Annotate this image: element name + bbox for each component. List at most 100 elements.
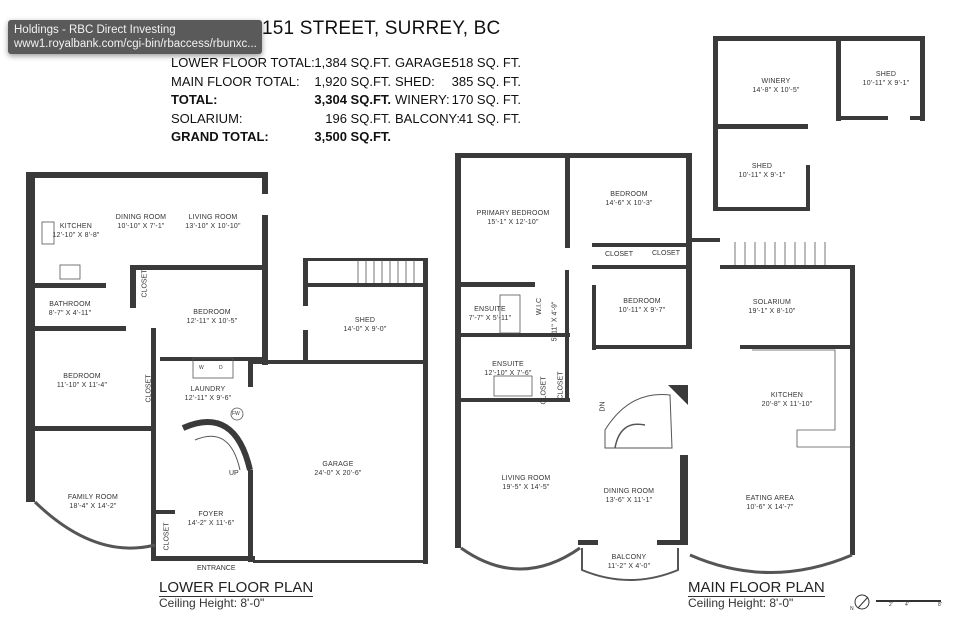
room-name: ENSUITE xyxy=(492,361,524,368)
north-compass xyxy=(854,594,870,610)
room-name: FOYER xyxy=(198,511,224,518)
north-label: N xyxy=(850,606,854,612)
room-name: SHED xyxy=(875,71,897,78)
room-label-bedroom: BEDROOM 11'-10" X 11'-4" xyxy=(57,372,107,390)
scale-bar xyxy=(876,600,941,602)
room-dimensions: 12'-11" X 10'-5" xyxy=(186,318,238,325)
tooltip-url: www1.royalbank.com/cgi-bin/rbaccess/rbun… xyxy=(14,38,256,50)
closet-label: CLOSET xyxy=(605,251,634,258)
room-dimensions: 14'-8" X 10'-5" xyxy=(752,87,800,94)
area-label: SHED: xyxy=(395,73,435,89)
room-label-family-room: FAMILY ROOM 18'-4" X 14'-2" xyxy=(68,493,118,511)
room-label-dining-room: DINING ROOM 13'-6" X 11'-1" xyxy=(604,487,654,505)
room-label-solarium: SOLARIUM 19'-1" X 8'-10" xyxy=(748,298,795,316)
room-dimensions: 12'-10" X 7'-6" xyxy=(484,370,532,377)
main-floor-walls xyxy=(455,36,925,555)
room-name: DINING ROOM xyxy=(603,488,655,495)
room-name: BEDROOM xyxy=(63,373,101,380)
area-row: LOWER FLOOR TOTAL:1,384 SQ.FT.GARAGE:518… xyxy=(171,54,521,73)
room-label-bedroom: BEDROOM 10'-11" X 9'-7" xyxy=(619,297,666,315)
room-dimensions: 14'-6" X 10'-3" xyxy=(605,200,653,207)
room-dimensions: 13'-6" X 11'-1" xyxy=(605,497,653,504)
area-value: 41 SQ. FT. xyxy=(458,110,521,126)
area-row: SOLARIUM:196 SQ.FT.BALCONY:41 SQ. FT. xyxy=(171,110,521,129)
room-name: BEDROOM xyxy=(610,191,648,198)
room-dimensions: 8'-7" X 4'-11" xyxy=(48,310,92,317)
room-dimensions: 19'-1" X 8'-10" xyxy=(748,308,796,315)
property-address: 151 STREET, SURREY, BC xyxy=(262,18,501,39)
room-dimensions: 10'-10" X 7'-1" xyxy=(117,223,165,230)
room-name: WINERY xyxy=(761,78,791,85)
room-dimensions: 7'-7" X 5'-11" xyxy=(468,315,512,322)
scale-tick: 8' xyxy=(938,602,942,608)
area-label: SOLARIUM: xyxy=(171,110,243,126)
room-label-shed: SHED 14'-0" X 9'-0" xyxy=(343,316,386,334)
room-name: DINING ROOM xyxy=(115,214,167,221)
room-dimensions: 19'-5" X 14'-5" xyxy=(502,484,550,491)
area-value: 518 SQ. FT. xyxy=(451,55,521,70)
room-label-shed: SHED 10'-11" X 9'-1" xyxy=(863,70,910,88)
area-label: TOTAL: xyxy=(171,92,218,107)
lower-floor-details xyxy=(33,221,415,550)
area-row: GRAND TOTAL:3,500 SQ.FT. xyxy=(171,128,521,147)
room-label-living-room: LIVING ROOM 19'-5" X 14'-5" xyxy=(502,474,551,492)
lower-floor-ceiling-height: Ceiling Height: 8'-0" xyxy=(159,596,265,610)
room-name: SOLARIUM xyxy=(752,299,792,306)
room-label-dining-room: DINING ROOM 10'-10" X 7'-1" xyxy=(116,213,166,231)
room-name: SHED xyxy=(354,317,376,324)
scale-tick: 4' xyxy=(905,602,909,608)
area-value: 1,384 SQ.FT. xyxy=(314,55,391,70)
room-dimensions: 18'-4" X 14'-2" xyxy=(69,503,117,510)
room-label-ensuite: ENSUITE 12'-10" X 7'-6" xyxy=(484,360,531,378)
room-dimensions: 10'-11" X 9'-7" xyxy=(618,307,666,314)
room-dimensions: 10'-6" X 14'-7" xyxy=(746,504,794,511)
room-name: LIVING ROOM xyxy=(501,475,551,482)
area-row: TOTAL: 3,304 SQ.FT. WINERY:170 SQ. FT. xyxy=(171,91,521,110)
tooltip-title: Holdings - RBC Direct Investing xyxy=(14,24,176,36)
area-value: 3,304 SQ.FT. xyxy=(314,92,391,107)
room-dimensions: 12'-11" X 9'-6" xyxy=(184,395,232,402)
room-label-foyer: FOYER 14'-2" X 11'-6" xyxy=(188,510,235,528)
wic-label: W.I.C xyxy=(536,297,544,316)
closet-label: CLOSET xyxy=(557,371,565,400)
room-name: BATHROOM xyxy=(49,301,91,308)
stairs-down-label: DN xyxy=(599,401,607,412)
room-dimensions: 11'-10" X 11'-4" xyxy=(56,382,108,389)
entrance-label: ENTRANCE xyxy=(197,565,236,572)
area-label: MAIN FLOOR TOTAL: xyxy=(171,73,300,89)
room-label-bathroom: BATHROOM 8'-7" X 4'-11" xyxy=(49,300,92,318)
room-dimensions: 24'-0" X 20'-6" xyxy=(314,470,362,477)
room-name: SHED xyxy=(751,163,773,170)
room-label-winery: WINERY 14'-8" X 10'-5" xyxy=(752,77,799,95)
area-summary: LOWER FLOOR TOTAL:1,384 SQ.FT.GARAGE:518… xyxy=(171,54,521,147)
room-name: LAUNDRY xyxy=(190,386,226,393)
room-name: BEDROOM xyxy=(193,309,231,316)
lower-floor-walls xyxy=(26,172,428,564)
room-label-bedroom: BEDROOM 14'-6" X 10'-3" xyxy=(605,190,652,208)
closet-label: CLOSET xyxy=(540,376,548,405)
room-dimensions: 11'-2" X 4'-0" xyxy=(607,563,651,570)
room-name: BEDROOM xyxy=(623,298,661,305)
room-dimensions: 14'-0" X 9'-0" xyxy=(343,326,387,333)
area-value: 170 SQ. FT. xyxy=(451,92,521,107)
area-label: BALCONY: xyxy=(395,110,461,126)
closet-label: CLOSET xyxy=(145,374,153,403)
dryer-label: D xyxy=(219,365,223,371)
link-tooltip: Holdings - RBC Direct Investing www1.roy… xyxy=(8,20,262,54)
area-label: GRAND TOTAL: xyxy=(171,129,269,144)
room-name: KITCHEN xyxy=(59,223,93,230)
room-name: FAMILY ROOM xyxy=(67,494,119,501)
area-label: WINERY: xyxy=(395,92,450,107)
lower-floor-title: LOWER FLOOR PLAN xyxy=(159,579,314,597)
room-dimensions: 10'-11" X 9'-1" xyxy=(862,80,910,87)
room-dimensions: 14'-2" X 11'-6" xyxy=(187,520,235,527)
room-dimensions: 20'-8" X 11'-10" xyxy=(761,401,813,408)
